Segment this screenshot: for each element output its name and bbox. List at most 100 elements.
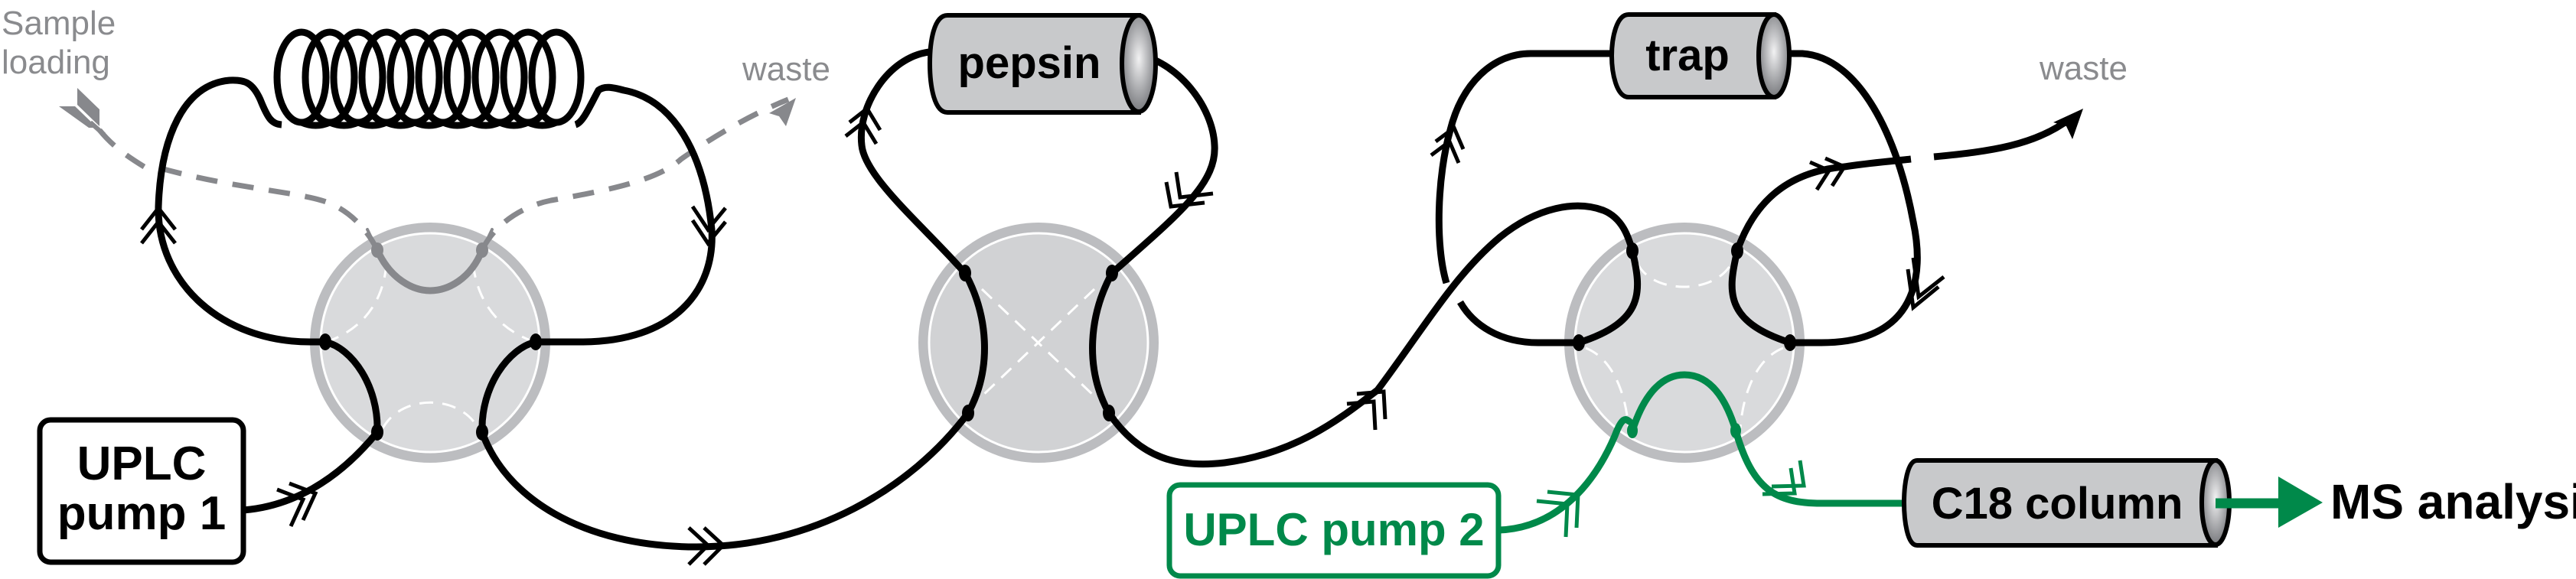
valve-3-to-c18-tube [1732,429,1904,507]
trap-inlet-tube-upper [1435,50,1612,285]
coil-turn [443,28,500,126]
sample-loading-arrow-tail-icon [59,88,106,137]
coil-turn [471,28,528,126]
ms-analysis-label: MS analysis [2330,474,2576,529]
sample-loading-label-line2: loading [2,44,110,81]
valve-1-inactive-channel [471,263,531,342]
waste-right-label: waste [2039,50,2128,87]
trap-label: trap [1645,31,1730,80]
valve-1-loop-channel [373,246,486,294]
valve-1-to-valve-2-tube [478,411,971,551]
valve-1 [310,223,550,463]
waste-left-label: waste [742,50,830,88]
coil-link [357,119,388,129]
coil-link [470,119,501,129]
coil-turn [528,28,585,126]
pump-1-outlet-tube [243,430,380,514]
sample-loop-coil [273,28,585,129]
waste-right-arrowhead-icon [2053,109,2083,139]
valve-1-inactive-channel [330,263,388,342]
valve-3-face [1573,232,1795,454]
coil-turn [358,28,415,126]
valve-1-face [319,232,541,454]
pepsin-label: pepsin [958,38,1101,88]
c18-column: C18 column [1901,458,2232,548]
valve-1-channel [324,338,381,433]
flow-direction-icon [1906,257,1945,311]
valve-3-port [1573,334,1585,351]
valve-1-inactive-channel [381,401,480,429]
waste-left-dashed-line [479,96,790,252]
coil-turn [302,28,358,126]
trap-inlet-tube-lower [1457,300,1579,346]
coil-link [385,119,416,129]
valve-3 [1564,223,1805,463]
valve-3-port [1626,242,1639,259]
valve-2-port [962,405,974,421]
valve-1-port [476,242,488,258]
valve-1-port [371,242,383,258]
flow-direction-icon [687,526,726,566]
flow-direction-icon [1164,171,1214,209]
flow-direction-icon [1536,490,1580,538]
pepsin-column: pepsin [927,13,1158,115]
sample-inlet-dashed-line [97,128,155,175]
uplc-pump-2: UPLC pump 2 [1166,482,1502,579]
valve-3-inactive-channel [1636,263,1733,288]
flow-direction-icon [1808,156,1847,191]
valve-3-inactive-channel [1585,346,1630,429]
coil-link [300,119,331,129]
valve-3-green-channel [1629,371,1740,432]
flow-direction-icon [690,205,727,247]
pump-2-outlet-tube [1498,416,1637,534]
valve-3-channel [1728,249,1792,346]
uplc-pump-1: UPLC pump 1 [37,417,246,565]
coil-link [328,119,360,129]
valve-2-to-valve-3-tube [1106,202,1636,468]
flow-direction-icon [140,204,177,245]
trap-outlet-tube [1782,50,1921,346]
flow-direction-icon [1430,125,1466,164]
coil-link [527,119,558,129]
pump-1-label-line2: pump 1 [57,487,226,540]
coil-link [498,119,530,129]
sample-loading-label-line1: Sample [2,5,116,42]
valve-3-port [1730,423,1741,438]
flow-direction-icon [276,481,318,528]
valve-1-port [530,333,542,350]
valve-1-channel [478,338,537,433]
valve-1-port [319,333,331,350]
pepsin-inlet-tube [857,48,968,276]
pump-2-label: UPLC pump 2 [1183,504,1484,555]
flow-direction-icon [844,106,882,145]
coil-turn [500,28,556,126]
valve-2 [918,223,1159,463]
ms-arrowhead-icon [2278,477,2323,528]
coil-turn [273,28,330,126]
sample-loop-outlet-tube [536,83,716,346]
flow-direction-icon [1762,460,1806,496]
valve-2-channel [1089,271,1115,415]
sample-loading-path [59,88,796,294]
coil-link [413,119,445,129]
flow-direction-icon [1346,389,1387,431]
valve-3-waste-tube [1933,115,2072,161]
trap-column: trap [1609,12,1792,99]
valve-3-port [1627,423,1638,438]
sample-loop-inlet-tube [155,76,325,346]
waste-left-arrowhead-icon [769,98,796,126]
pump-1-label-line1: UPLC [77,438,207,490]
coil-turn [330,28,386,126]
coil-link [442,119,473,129]
coil-turn [386,28,443,126]
coil-turn [415,28,471,126]
valve-3-waste-tube [1733,155,1912,252]
valve-3-channel [1577,249,1642,346]
pepsin-outlet-tube [1110,50,1218,276]
c18-column-label: C18 column [1932,479,2183,529]
valve-2-inactive-channel [980,288,1096,398]
valve-3-inactive-channel [1739,346,1784,429]
sample-inlet-dashed-line [160,165,380,252]
valve-2-channel [962,271,988,415]
